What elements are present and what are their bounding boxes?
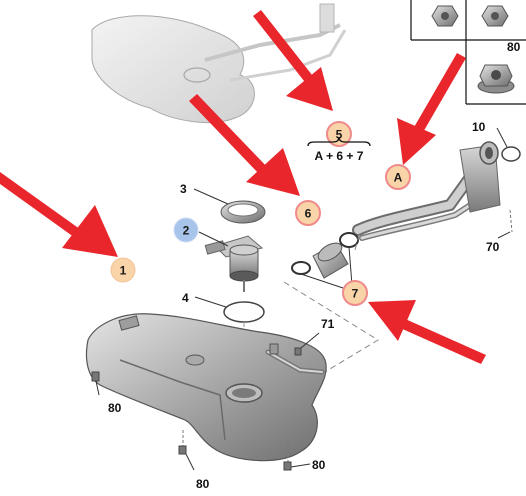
- callout-A-label: A: [394, 171, 403, 185]
- kit-formula: A + 6 + 7: [307, 136, 371, 163]
- arrow-to-1: [0, 172, 118, 257]
- filler-pipe-image: [352, 141, 513, 241]
- reference-tank-image: [91, 3, 347, 124]
- callout-5: 5: [326, 121, 352, 147]
- callout-6-label: 6: [305, 207, 312, 221]
- callout-7-label: 7: [352, 287, 359, 301]
- ref-10: 10: [472, 120, 486, 134]
- bolt-80-bottom-right: [283, 440, 311, 471]
- nut-icon: [481, 5, 509, 27]
- ref-4: 4: [182, 291, 189, 305]
- callout-7: 7: [342, 280, 368, 306]
- ref-80-inset: 80: [507, 40, 521, 54]
- ref-80-left: 80: [108, 401, 122, 415]
- arrow-to-7: [368, 300, 486, 364]
- callout-2: 2: [173, 217, 199, 243]
- bolt-71: [294, 332, 320, 356]
- seal-4: [223, 301, 265, 323]
- arrow-to-A: [397, 53, 466, 165]
- ref-71: 71: [321, 317, 335, 331]
- kit-formula-text: A + 6 + 7: [315, 149, 364, 163]
- bolt-80-bottom: [178, 430, 195, 471]
- fuel-tank-1: [85, 313, 327, 462]
- callout-6: 6: [295, 200, 321, 226]
- o-ring-10: [501, 146, 521, 162]
- flange-nut-icon: [477, 64, 515, 94]
- callout-1: 1: [110, 257, 136, 283]
- ref-80-bottom: 80: [196, 477, 210, 491]
- bolt-80-left: [91, 371, 100, 396]
- callout-1-label: 1: [120, 264, 127, 278]
- red-arrows: [0, 10, 486, 364]
- clamp-7-lower: [291, 261, 311, 275]
- callout-5-label: 5: [336, 128, 343, 142]
- ref-3: 3: [180, 182, 187, 196]
- ref-70: 70: [486, 240, 500, 254]
- callout-A: A: [385, 164, 411, 190]
- arrow-to-6: [189, 94, 300, 196]
- hardware-inset-grid: 80: [410, 0, 526, 105]
- clamp-7-upper: [339, 232, 359, 248]
- callout-2-label: 2: [183, 224, 190, 238]
- ref-80-bottom-right: 80: [312, 458, 326, 472]
- fuel-pump-module-2: [204, 235, 264, 292]
- assembly-guide-lines: [283, 231, 379, 376]
- arrow-to-5: [253, 10, 333, 111]
- hose-6: [312, 242, 349, 279]
- lock-ring-3: [220, 200, 266, 224]
- nut-icon: [431, 5, 459, 27]
